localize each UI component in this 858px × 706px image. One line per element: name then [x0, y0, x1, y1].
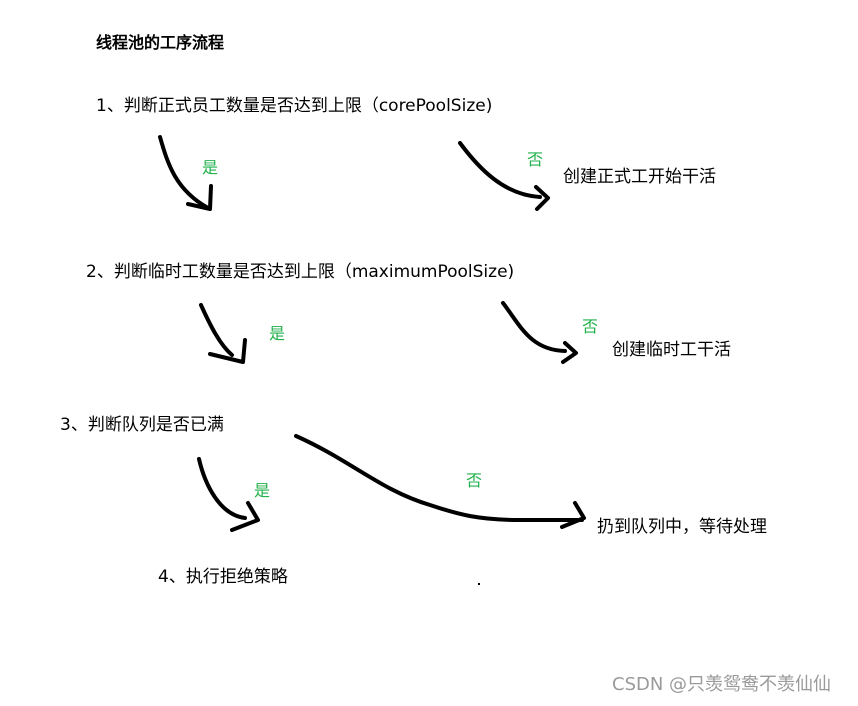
diagram-title: 线程池的工序流程 — [96, 33, 225, 52]
arrow-yes-1 — [158, 135, 213, 211]
arrow-yes-3 — [197, 457, 260, 532]
no-label-2: 否 — [582, 317, 599, 336]
yes-label-2: 是 — [269, 324, 286, 343]
no-label-1: 否 — [527, 150, 544, 169]
watermark: CSDN @只羡鸳鸯不羡仙仙 — [612, 674, 832, 695]
arrow-no-2 — [501, 301, 578, 364]
no-label-3: 否 — [466, 471, 483, 490]
yes-label-1: 是 — [202, 158, 219, 177]
step-2: 2、判断临时工数量是否达到上限（maximumPoolSize) — [86, 262, 515, 282]
arrow-yes-2 — [199, 303, 247, 364]
arrow-no-1 — [458, 141, 550, 211]
result-create-temp-worker: 创建临时工干活 — [612, 340, 731, 360]
stray-dot — [478, 583, 480, 585]
step-1: 1、判断正式员工数量是否达到上限（corePoolSize) — [96, 96, 493, 116]
yes-label-3: 是 — [254, 481, 271, 500]
step-3: 3、判断队列是否已满 — [60, 415, 224, 435]
arrow-no-3 — [294, 434, 586, 529]
result-enqueue: 扔到队列中，等待处理 — [597, 517, 767, 537]
step-4: 4、执行拒绝策略 — [158, 567, 288, 587]
result-create-core-worker: 创建正式工开始干活 — [563, 167, 716, 187]
